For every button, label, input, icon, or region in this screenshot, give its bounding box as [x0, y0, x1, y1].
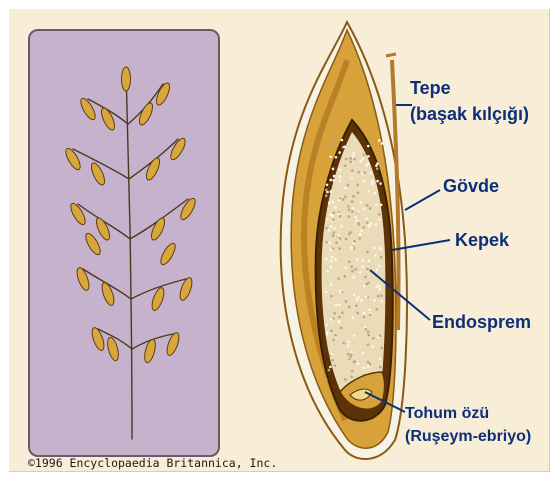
label-tohum-sub: (Ruşeym-ebriyo)	[405, 428, 531, 446]
label-govde: Gövde	[443, 176, 499, 197]
copyright-text: ©1996 Encyclopaedia Britannica, Inc.	[28, 456, 277, 470]
label-endosprem: Endosprem	[432, 312, 531, 333]
label-tepe: Tepe	[410, 78, 451, 99]
label-tohum: Tohum özü	[405, 405, 489, 423]
label-tepe-sub: (başak kılçığı)	[410, 104, 529, 125]
label-kepek: Kepek	[455, 230, 509, 251]
